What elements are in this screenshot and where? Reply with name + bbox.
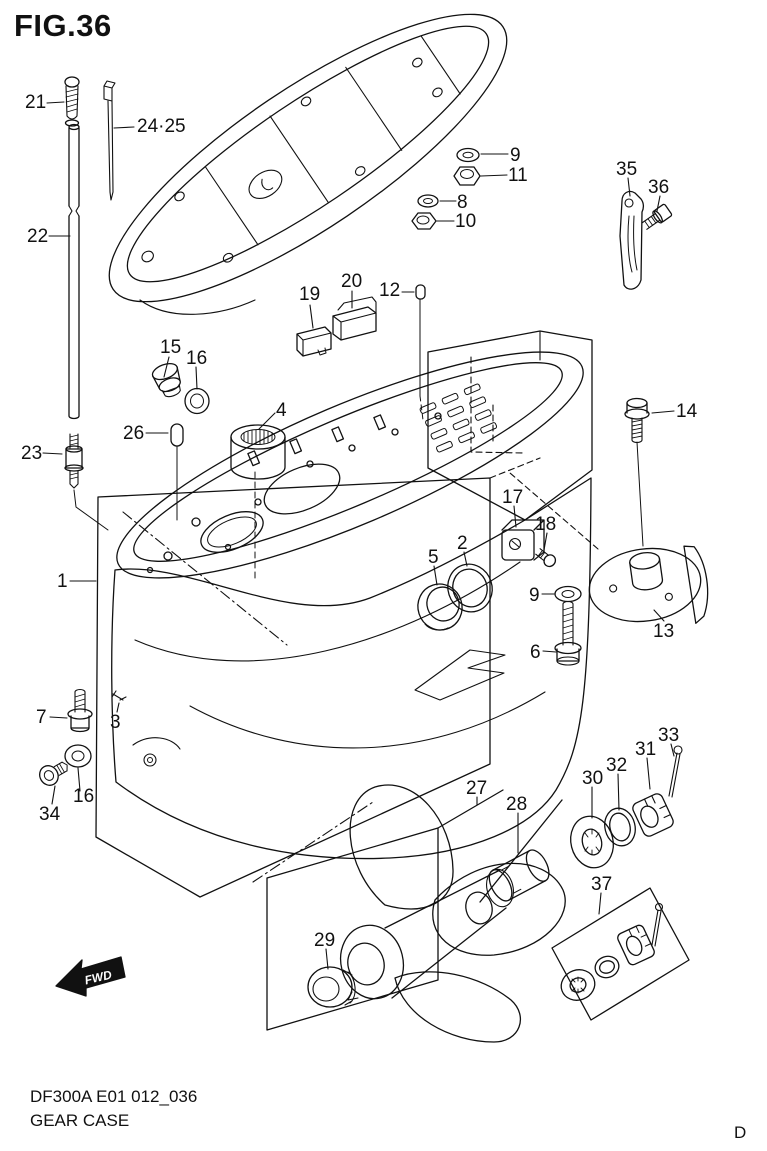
gear-case-tower xyxy=(419,330,593,521)
fwd-label: FWD xyxy=(83,968,113,988)
kit-box-37 xyxy=(551,887,690,1021)
callout-27: 27 xyxy=(466,778,488,799)
callout-36: 36 xyxy=(648,177,670,198)
sensor-block xyxy=(501,519,557,568)
callout-17: 17 xyxy=(502,487,524,508)
callout-35: 35 xyxy=(616,159,638,180)
figure-title: FIG.36 xyxy=(14,8,112,43)
callout-3: 3 xyxy=(110,712,121,733)
figure-code: DF300A E01 012_036 xyxy=(30,1087,198,1106)
seal-rings xyxy=(417,563,493,631)
callout-6: 6 xyxy=(530,642,541,663)
callout-26: 26 xyxy=(123,423,145,444)
plug-and-gasket xyxy=(151,362,210,521)
thrust-hub xyxy=(465,849,550,925)
anode-assembly xyxy=(554,397,709,666)
group-box-1 xyxy=(95,477,491,898)
callout-37: 37 xyxy=(591,874,613,895)
drain-parts xyxy=(39,688,124,786)
bearing-part-4 xyxy=(230,424,286,581)
propeller xyxy=(339,784,566,1043)
callout-7: 7 xyxy=(36,707,47,728)
fwd-arrow: FWD xyxy=(55,956,126,997)
callout-9-lower: 9 xyxy=(529,585,540,606)
gear-case-cover xyxy=(108,13,508,315)
callout-2: 2 xyxy=(457,533,468,554)
callout-20: 20 xyxy=(341,271,363,292)
water-tube-parts xyxy=(64,76,116,531)
callout-21: 21 xyxy=(25,92,47,113)
callout-11: 11 xyxy=(508,165,528,186)
callout-18: 18 xyxy=(535,514,557,535)
callout-28: 28 xyxy=(506,794,528,815)
callout-4: 4 xyxy=(276,400,287,421)
leader-lines xyxy=(42,101,675,970)
callout-8: 8 xyxy=(457,192,468,213)
callout-14: 14 xyxy=(676,401,698,422)
callout-30: 30 xyxy=(582,768,604,789)
callout-15: 15 xyxy=(160,337,182,358)
figure-caption: GEAR CASE xyxy=(30,1111,130,1130)
callout-16-lower: 16 xyxy=(73,786,95,807)
prop-group-brackets xyxy=(266,789,563,1031)
callout-33: 33 xyxy=(658,725,680,746)
callout-23: 23 xyxy=(21,443,43,464)
prop-cap xyxy=(307,966,356,1008)
bracket-and-bolt xyxy=(619,190,673,290)
callout-16-upper: 16 xyxy=(186,348,208,369)
callout-34: 34 xyxy=(39,804,61,825)
gear-case-body xyxy=(111,477,592,860)
page-letter: D xyxy=(734,1123,747,1142)
callout-19: 19 xyxy=(299,284,321,305)
prop-fasteners xyxy=(570,745,683,869)
callout-29: 29 xyxy=(314,930,336,951)
callout-12: 12 xyxy=(379,280,401,301)
callout-10: 10 xyxy=(455,211,477,232)
callout-13: 13 xyxy=(653,621,675,642)
callout-1: 1 xyxy=(57,571,68,592)
callout-24-25: 24·25 xyxy=(137,116,186,137)
clips-and-pin xyxy=(296,284,426,421)
callout-32: 32 xyxy=(606,755,628,776)
callout-9-upper: 9 xyxy=(510,145,521,166)
callout-22: 22 xyxy=(27,226,49,247)
callout-31: 31 xyxy=(635,739,657,760)
callout-5: 5 xyxy=(428,547,439,568)
stud-hardware xyxy=(411,147,481,230)
